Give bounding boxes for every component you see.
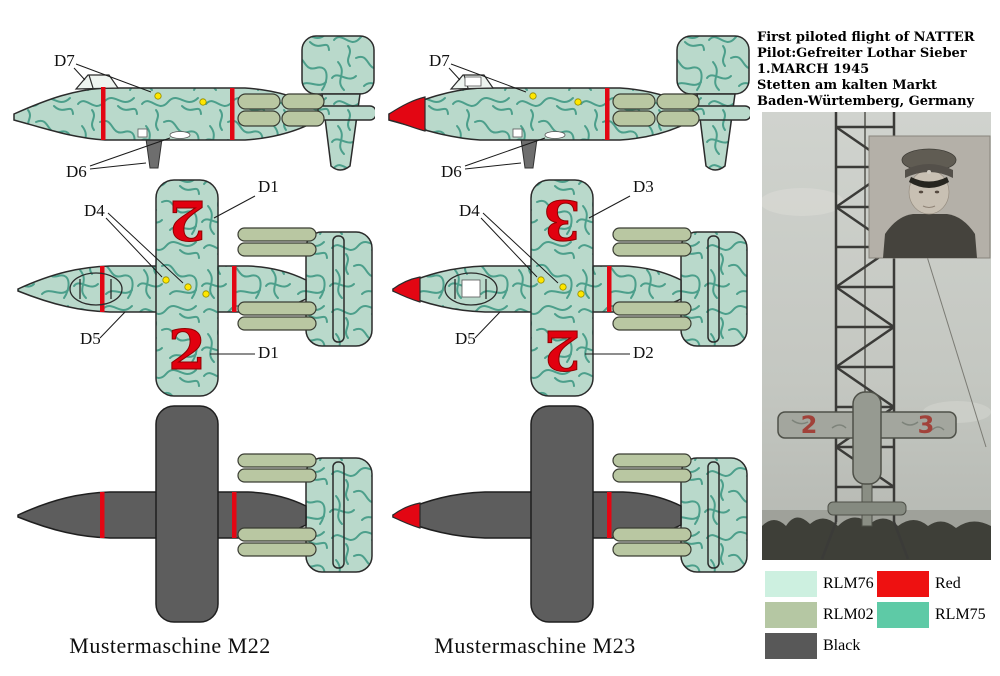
- decal-label-d6: D6: [66, 162, 87, 181]
- eye: [918, 190, 924, 194]
- wing: [530, 405, 594, 623]
- color-legend: RLM76 Red RLM02 RLM75 Black: [765, 571, 997, 663]
- red-stripe: [605, 88, 610, 140]
- cloud: [762, 188, 844, 216]
- fuel-marker: [199, 98, 207, 106]
- decal-label-d4: D4: [84, 201, 105, 220]
- canopy-hatch: [461, 279, 481, 298]
- decal-label-d5: D5: [80, 329, 101, 348]
- caption-m23: Mustermaschine M23: [434, 633, 636, 658]
- info-line: Stetten am kalten Markt: [757, 78, 937, 93]
- info-block: First piloted flight of NATTER Pilot:Gef…: [757, 30, 997, 110]
- red-stripe: [230, 88, 235, 140]
- color-swatch: [877, 602, 929, 628]
- info-line: Pilot:Gefreiter Lothar Sieber: [757, 46, 967, 61]
- fuel-marker: [162, 276, 170, 284]
- leader-line: [99, 311, 126, 339]
- leader-line: [73, 63, 152, 93]
- legend-item-rlm76: RLM76: [765, 571, 874, 597]
- fuel-marker: [184, 283, 192, 291]
- fuel-marker: [577, 290, 585, 298]
- red-stripe: [100, 492, 105, 538]
- red-nose-cap: [388, 96, 426, 132]
- red-stripe: [232, 492, 237, 538]
- wing: [155, 405, 219, 623]
- tree-line: [762, 517, 991, 560]
- leader-line: [213, 195, 256, 219]
- wing-number-bottom: 2: [168, 318, 206, 382]
- fuel-marker: [537, 276, 545, 284]
- natter-on-tower: 2 3: [777, 391, 957, 527]
- decal-label-d3: D3: [633, 177, 654, 196]
- red-stripe: [100, 266, 105, 312]
- leader-line: [480, 212, 559, 284]
- leader-line: [448, 63, 527, 93]
- red-stripe: [607, 492, 612, 538]
- leader-line: [588, 195, 631, 219]
- legend-label: Black: [823, 637, 861, 654]
- legend-item-rlm02: RLM02: [765, 602, 874, 628]
- m22-top-view: 2 2 D4 D1 D5 D1: [17, 177, 373, 397]
- fuselage: [852, 391, 882, 485]
- m23-bottom-view: [392, 405, 748, 623]
- legend-label: RLM76: [823, 575, 874, 592]
- info-line: 1.MARCH 1945: [757, 62, 870, 77]
- m23-side-view: D7 D6: [388, 35, 750, 181]
- decal-label-d1-bottom: D1: [258, 343, 279, 362]
- legend-label: RLM75: [935, 606, 986, 623]
- decal-label-d5: D5: [455, 329, 476, 348]
- legend-item-rlm75: RLM75: [877, 602, 986, 628]
- fuel-marker: [202, 290, 210, 298]
- leader-line: [89, 137, 171, 170]
- red-stripe: [101, 87, 106, 140]
- legend-item-black: Black: [765, 633, 860, 659]
- m22-bottom-view: [17, 405, 373, 623]
- pilot-portrait: [868, 135, 991, 259]
- uniform: [883, 214, 977, 258]
- decal-label-d7: D7: [429, 51, 450, 70]
- fuel-marker: [559, 283, 567, 291]
- fuel-marker: [154, 92, 162, 100]
- tail-plane: [827, 501, 907, 516]
- fuel-marker: [574, 98, 582, 106]
- decal-label-d6: D6: [441, 162, 462, 181]
- red-stripe: [232, 266, 237, 312]
- decal-label-d2: D2: [633, 343, 654, 362]
- canopy-panel: [464, 76, 482, 87]
- info-line: Baden-Würtemberg, Germany: [757, 94, 975, 109]
- red-nose-cap: [392, 502, 421, 529]
- decal-label-d7: D7: [54, 51, 75, 70]
- photo-wing-number-left: 2: [801, 411, 818, 439]
- cap-emblem: [927, 170, 931, 174]
- info-line: First piloted flight of NATTER: [757, 30, 975, 45]
- legend-label: Red: [935, 575, 961, 592]
- leader-line: [464, 137, 546, 170]
- red-nose-cap: [392, 276, 421, 303]
- leader-line: [105, 212, 184, 284]
- color-swatch: [765, 571, 817, 597]
- wing-number-bottom: 2: [543, 318, 581, 382]
- color-swatch: [877, 571, 929, 597]
- caption-m22: Mustermaschine M22: [69, 633, 271, 658]
- wing-number-top: 3: [543, 188, 581, 252]
- wing-number-top: 2: [168, 188, 206, 252]
- mouth: [922, 205, 936, 208]
- decal-label-d4: D4: [459, 201, 480, 220]
- camo-mottle: [791, 419, 945, 431]
- red-stripe: [607, 266, 612, 312]
- legend-item-red: Red: [877, 571, 961, 597]
- fuel-marker: [529, 92, 537, 100]
- cap-visor: [909, 177, 949, 188]
- leader-line: [474, 311, 501, 339]
- photo-wing-number-right: 3: [918, 411, 935, 439]
- color-swatch: [765, 633, 817, 659]
- eye: [934, 190, 940, 194]
- launch-tower-photo: 2 3: [762, 112, 991, 560]
- decal-label-d1-top: D1: [258, 177, 279, 196]
- legend-label: RLM02: [823, 606, 874, 623]
- m23-top-view: 3 2 D4 D3 D5 D2: [392, 177, 748, 397]
- m22-side-view: D7 D6: [13, 35, 375, 181]
- color-swatch: [765, 602, 817, 628]
